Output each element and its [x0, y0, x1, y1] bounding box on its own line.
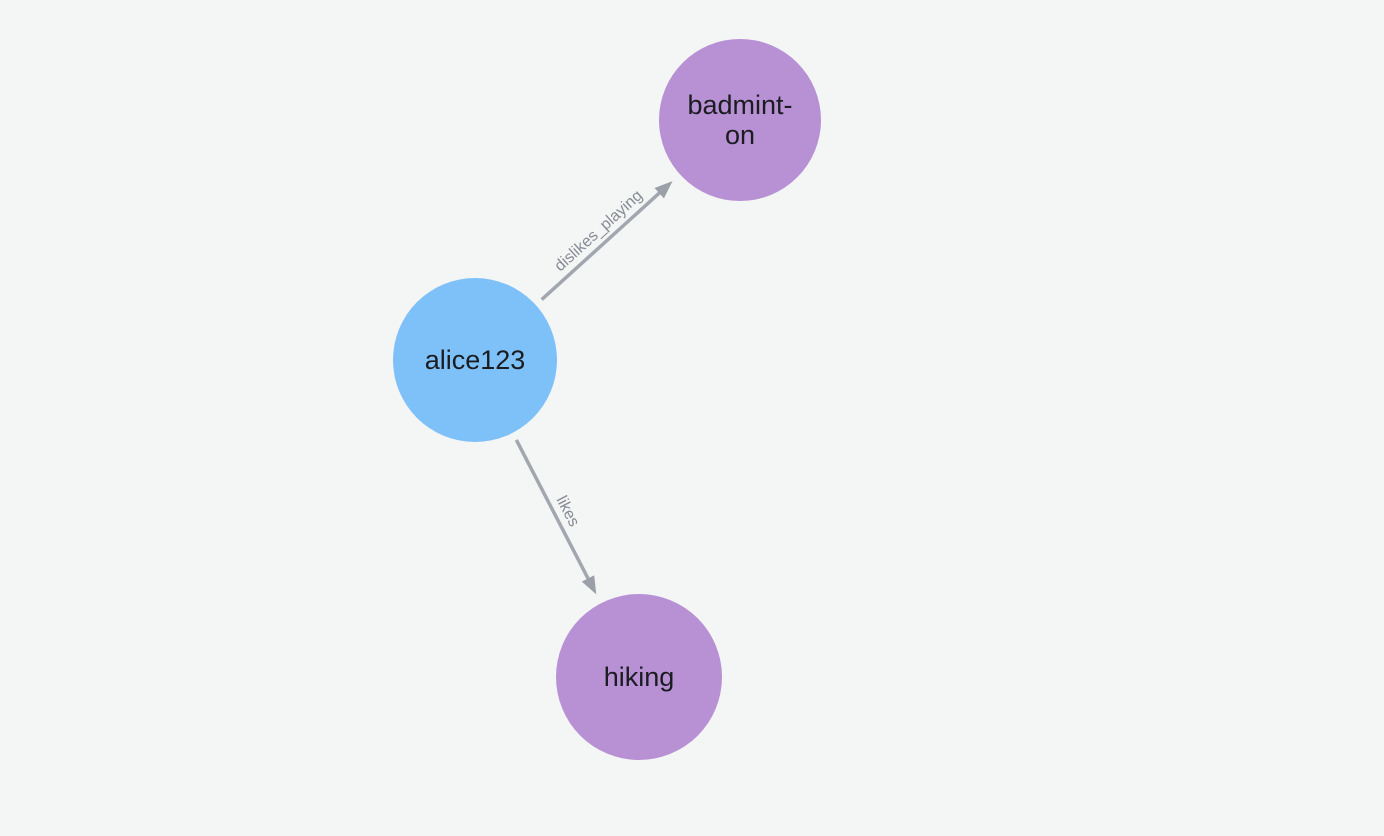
- node-circle: [556, 594, 722, 760]
- node-badminton[interactable]: badmint-on: [659, 39, 821, 201]
- node-alice123[interactable]: alice123: [393, 278, 557, 442]
- edge-likes[interactable]: likes: [514, 439, 597, 595]
- arrowhead-icon: [581, 575, 597, 595]
- edge-label-likes: likes: [553, 493, 583, 529]
- edge-dislikes_playing[interactable]: dislikes_playing: [540, 181, 673, 301]
- node-circle: [393, 278, 557, 442]
- arrowhead-icon: [654, 181, 673, 199]
- node-circle: [659, 39, 821, 201]
- edge-line: [540, 189, 664, 301]
- edge-line: [514, 439, 592, 583]
- node-hiking[interactable]: hiking: [556, 594, 722, 760]
- edge-label-dislikes_playing: dislikes_playing: [552, 187, 646, 275]
